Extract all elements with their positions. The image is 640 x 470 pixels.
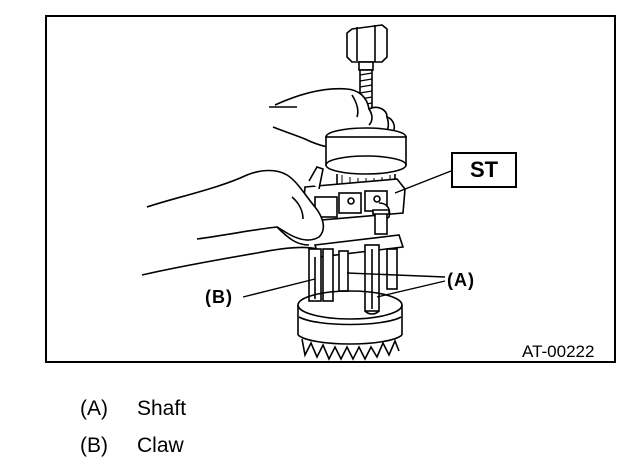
gear-drum — [297, 290, 403, 361]
puller-body — [325, 127, 407, 191]
callout-st: ST — [451, 152, 517, 188]
figure-code: AT-00222 — [522, 342, 595, 361]
figure-frame: ST (A) (B) AT-00222 — [45, 15, 616, 363]
leader-lines — [242, 170, 452, 298]
legend-label: Shaft — [137, 396, 187, 420]
lower-hand — [141, 166, 325, 276]
legend-item-shaft: (A) Shaft — [80, 390, 186, 427]
legend-key: (A) — [80, 396, 108, 420]
hex-handle — [346, 24, 388, 71]
callout-b: (B) — [205, 287, 233, 307]
legend-key: (B) — [80, 433, 108, 457]
legend-item-claw: (B) Claw — [80, 427, 186, 464]
legend-label: Claw — [137, 433, 184, 457]
shafts — [364, 244, 398, 315]
puller-illustration — [141, 24, 452, 361]
callout-a: (A) — [447, 270, 475, 290]
legend: (A) Shaft (B) Claw — [80, 390, 186, 464]
side-bolt — [372, 209, 390, 235]
claw-bar — [308, 234, 405, 302]
